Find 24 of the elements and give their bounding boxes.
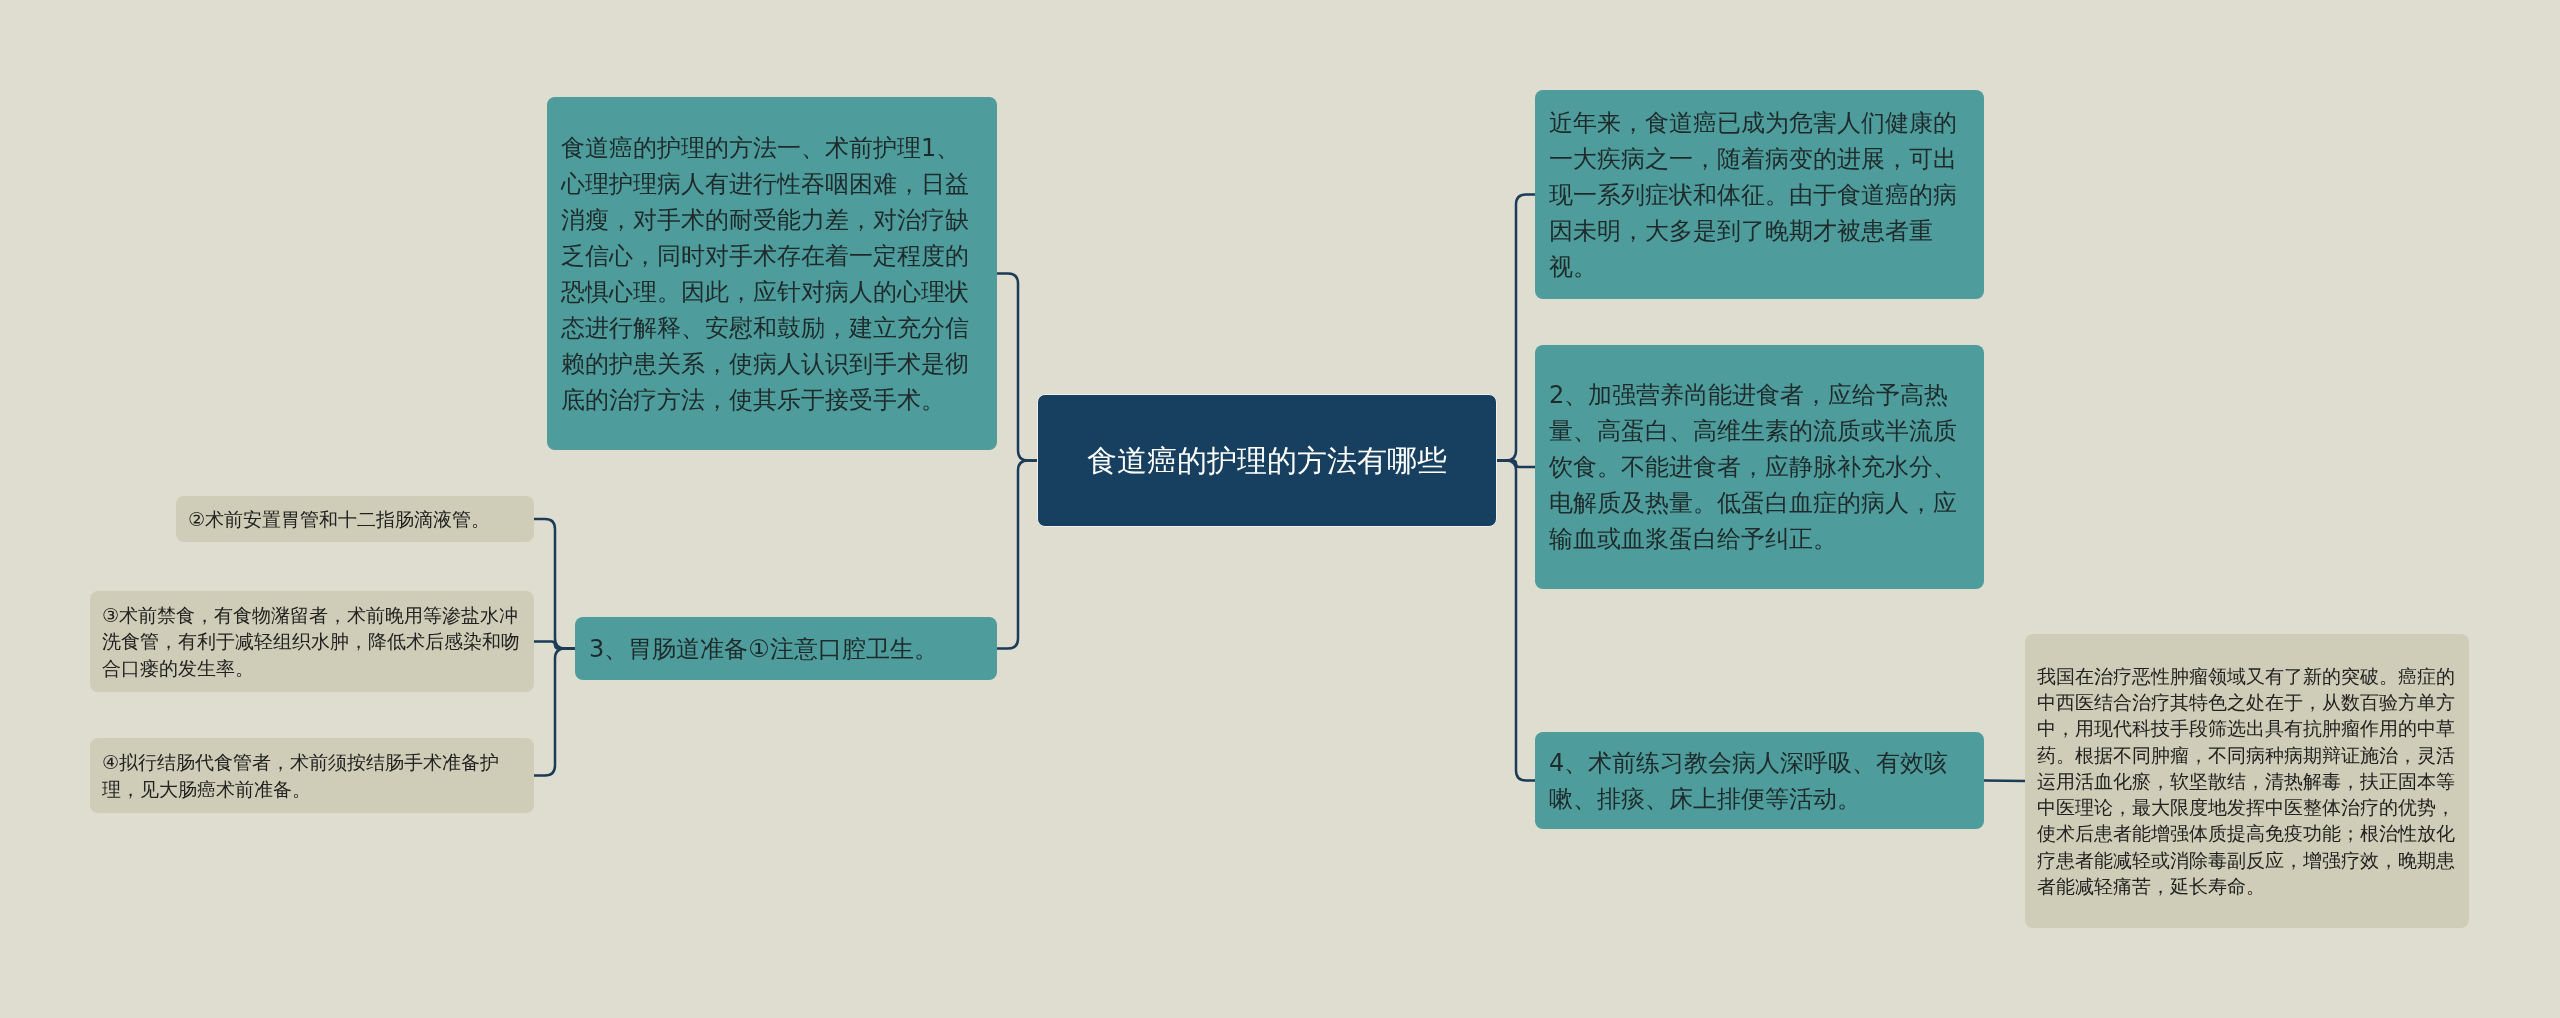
subtopic-box: [1535, 345, 1984, 589]
detail-box: [90, 591, 534, 692]
subtopic-text: 2、加强营养尚能进食者，应给予高热量、高蛋白、高维生素的流质或半流质饮食。不能进食者，应静脉补充水分、电解质及热量。低蛋白血症的病人，应输血或血浆蛋白给予纠正。: [1549, 380, 1958, 555]
connector-line: [1984, 779, 2025, 783]
subtopic-box: [575, 617, 997, 680]
subtopic-text: 3、胃肠道准备①注意口腔卫生。: [589, 633, 938, 665]
detail-text: ③术前禁食，有食物潴留者，术前晚用等渗盐水冲洗食管，有利于减轻组织水肿，降低术后感染和吻合口瘘的发生率。: [102, 602, 521, 681]
subtopic-box: [1535, 732, 1984, 829]
note-box: [2025, 634, 2469, 928]
detail-box: [90, 738, 534, 813]
subtopic-box: [547, 97, 997, 450]
subtopic-text: 4、术前练习教会病人深呼吸、有效咳嗽、排痰、床上排便等活动。: [1549, 747, 1950, 815]
connector-line: [534, 647, 575, 777]
subtopic-text: 近年来，食道癌已成为危害人们健康的一大疾病之一，随着病变的进展，可出现一系列症状和体征。由于食道癌的病因未明，大多是到了晚期才被患者重视。: [1549, 107, 1958, 283]
topic-box: [1037, 394, 1497, 527]
detail-text: ②术前安置胃管和十二指肠滴液管。: [188, 506, 491, 532]
topic-text: 食道癌的护理的方法有哪些: [1087, 441, 1447, 480]
connector-line: [997, 459, 1037, 650]
subtopic-text: 食道癌的护理的方法一、术前护理1、心理护理病人有进行性吞咽困难，日益消瘦，对手术的耐受能力差，对治疗缺乏信心，同时对手术存在着一定程度的恐惧心理。因此，应针对病人的心理状态进行解释、安慰和鼓励，建立充分信赖的护患关系，使病人认识到手术是彻底的治疗方法，使其乐于接受手术。: [561, 132, 970, 416]
connector-line: [1497, 459, 1535, 782]
detail-text: ④拟行结肠代食管者，术前须按结肠手术准备护理，见大肠癌术前准备。: [102, 749, 501, 802]
detail-box: [176, 496, 534, 542]
note-text: 我国在治疗恶性肿瘤领域又有了新的突破。癌症的中西医结合治疗其特色之处在于，从数百验方单方中，用现代科技手段筛选出具有抗肿瘤作用的中草药。根据不同肿瘤，不同病种病期辩证施治，灵活运用活血化瘀，软坚散结，清热解毒，扶正固本等中医理论，最大限度地发挥中医整体治疗的优势，使术后患者能增强体质提高免疫功能；根治性放化疗患者能减轻或消除毒副反应，增强疗效，晚期患者能减轻痛苦，延长寿命。: [2037, 664, 2456, 899]
subtopic-box: [1535, 90, 1984, 299]
